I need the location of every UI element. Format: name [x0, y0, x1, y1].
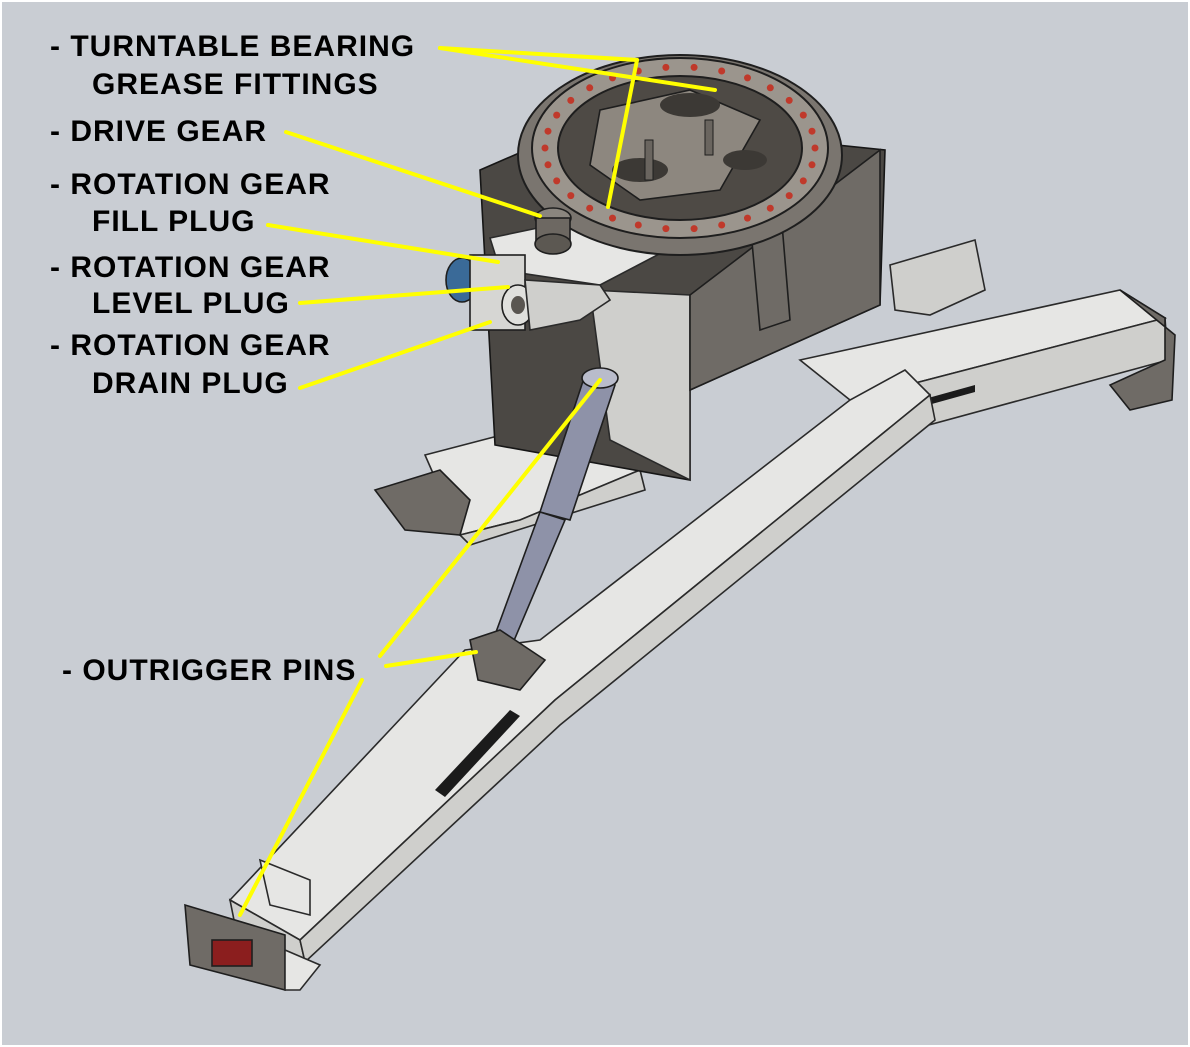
- grease-fittings: [541, 63, 819, 233]
- leader-drive-gear: [284, 130, 542, 218]
- grease-fitting-dot: [586, 84, 594, 92]
- grease-fitting-dot: [744, 214, 751, 222]
- leader-level-plug: [298, 285, 510, 305]
- front-outrigger-beam: [228, 369, 936, 964]
- leader-turntable-a: [438, 46, 717, 92]
- drive-gear: [534, 207, 572, 255]
- grease-fitting-dot: [799, 111, 807, 119]
- grease-fitting-dot: [634, 221, 642, 229]
- grease-fitting-dot: [808, 127, 816, 135]
- machine-illustration: [184, 54, 1176, 992]
- grease-fitting-dot: [690, 63, 698, 71]
- grease-fitting-dot: [553, 177, 561, 185]
- grease-fitting-dot: [799, 177, 807, 185]
- label-level-line1: - ROTATION GEAR: [50, 251, 331, 284]
- leader-outrigger-upper: [384, 650, 478, 668]
- grease-fitting-dot: [544, 161, 552, 169]
- label-level-line2: LEVEL PLUG: [92, 287, 290, 320]
- leader-outrigger-foot: [238, 678, 364, 917]
- grease-fitting-dot: [541, 144, 549, 152]
- grease-fitting-dot: [785, 192, 793, 200]
- grease-fitting-dot: [544, 127, 552, 135]
- leader-lines: [238, 46, 717, 917]
- grease-fitting-dot: [808, 161, 816, 169]
- label-drain-line2: DRAIN PLUG: [92, 367, 289, 400]
- leader-drain-plug: [298, 320, 492, 390]
- label-fill-line2: FILL PLUG: [92, 205, 255, 238]
- grease-fitting-dot: [662, 225, 670, 233]
- leader-turntable-c: [606, 58, 639, 209]
- label-turntable-line1: - TURNTABLE BEARING: [50, 30, 415, 63]
- grease-fitting-dot: [811, 144, 819, 152]
- foot-plate: [184, 903, 322, 992]
- grease-fitting-dot: [567, 192, 575, 200]
- leader-fill-plug: [266, 223, 500, 264]
- grease-fitting-dot: [785, 96, 793, 104]
- label-outrigger-pins: - OUTRIGGER PINS: [62, 654, 356, 687]
- label-drive-gear: - DRIVE GEAR: [50, 115, 267, 148]
- grease-fitting-dot: [766, 84, 774, 92]
- rotation-gearbox: [445, 254, 612, 331]
- grease-fitting-dot: [690, 225, 698, 233]
- leader-turntable-b: [438, 46, 639, 62]
- grease-fitting-dot: [744, 74, 751, 82]
- grease-fitting-dot: [718, 67, 726, 75]
- leader-outrigger-cyl: [378, 378, 602, 658]
- grease-fitting-dot: [567, 96, 575, 104]
- callout-labels: - TURNTABLE BEARING GREASE FITTINGS - DR…: [50, 30, 415, 687]
- grease-fitting-dot: [718, 221, 726, 229]
- grease-fitting-dot: [766, 204, 774, 212]
- turntable-bearing-ring: [517, 54, 843, 256]
- hydraulic-cylinder: [490, 367, 619, 652]
- grease-fitting-dot: [553, 111, 561, 119]
- label-drain-line1: - ROTATION GEAR: [50, 329, 331, 362]
- label-turntable-line2: GREASE FITTINGS: [92, 68, 379, 101]
- grease-fitting-dot: [586, 204, 594, 212]
- label-fill-line1: - ROTATION GEAR: [50, 168, 331, 201]
- grease-fitting-dot: [609, 214, 616, 222]
- grease-fitting-dot: [662, 63, 670, 71]
